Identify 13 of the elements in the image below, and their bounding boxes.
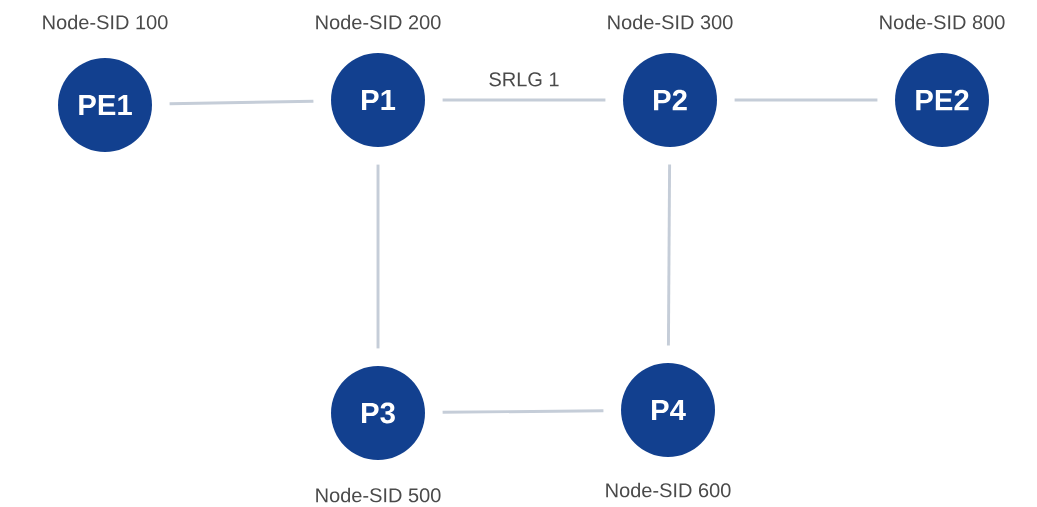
link-line	[666, 164, 672, 346]
link-line	[442, 98, 606, 102]
edge-label: SRLG 1	[487, 70, 561, 88]
sid-label: Node-SID 800	[880, 14, 1005, 30]
sid-label: Node-SID 200	[316, 14, 441, 30]
link-line	[376, 164, 380, 349]
sid-label: Node-SID 500	[316, 487, 441, 503]
sid-label: Node-SID 600	[606, 482, 731, 498]
link-line	[169, 99, 314, 106]
sid-label: Node-SID 300	[608, 14, 733, 30]
link-line	[734, 98, 878, 102]
sid-label: Node-SID 100	[43, 14, 168, 30]
link-line	[442, 409, 604, 414]
